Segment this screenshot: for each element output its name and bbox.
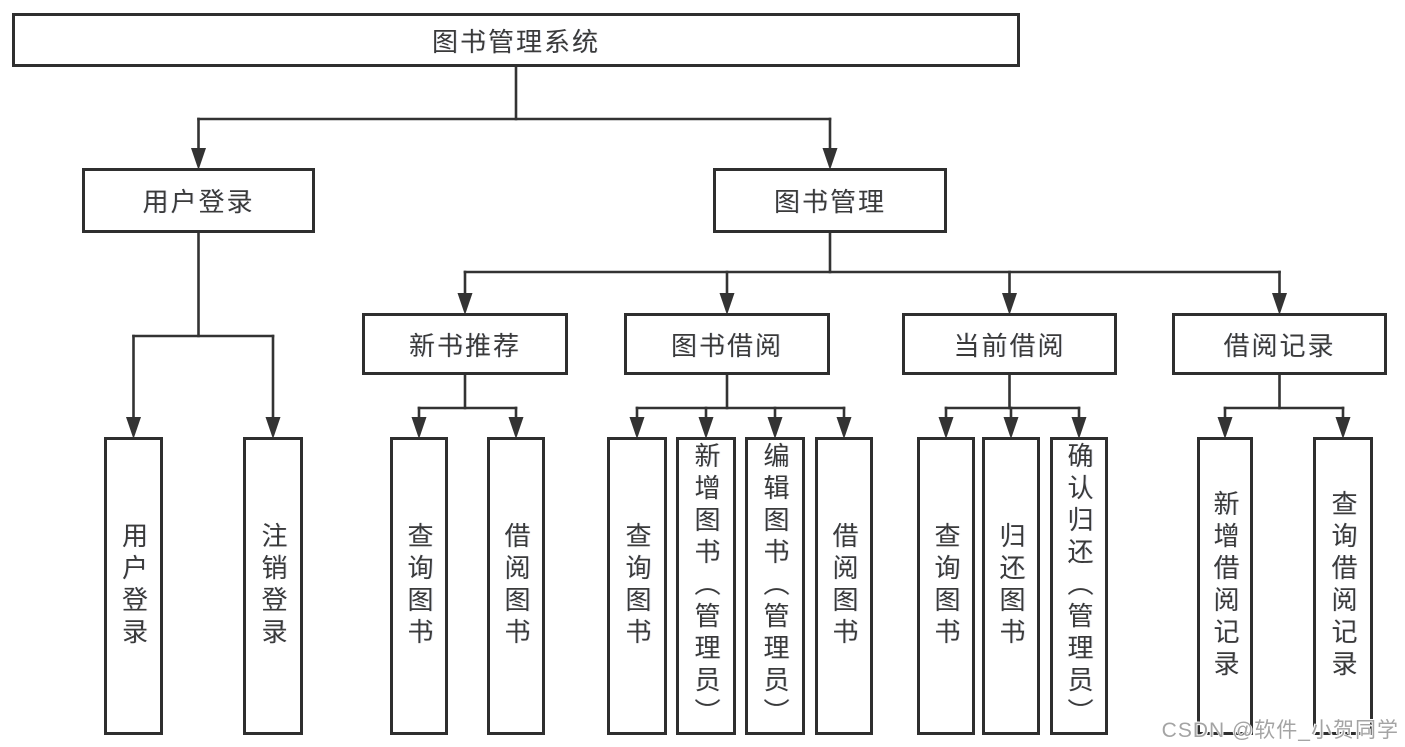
node-leaf-borrow-book-new: 借阅图书 (487, 437, 545, 735)
node-label: 新增图书（管理员） (691, 442, 721, 730)
node-label: 归还图书 (996, 522, 1026, 650)
arrowhead-icon-leaf-return-book (1003, 417, 1019, 439)
arrowhead-icon-leaf-logout (265, 417, 281, 439)
node-leaf-add-record: 新增借阅记录 (1197, 437, 1253, 735)
node-user-login: 用户登录 (82, 168, 315, 233)
node-root: 图书管理系统 (12, 13, 1020, 67)
node-label: 查询图书 (404, 522, 434, 650)
arrowhead-icon-user-login (191, 148, 206, 170)
arrowhead-icon-leaf-edit-book (767, 417, 783, 439)
node-leaf-query-book-new: 查询图书 (390, 437, 448, 735)
node-label: 借阅记录 (1223, 330, 1336, 361)
node-book-mgmt: 图书管理 (713, 168, 947, 233)
arrowhead-icon-book-borrow (719, 293, 735, 315)
arrowhead-icon-borrow-record (1272, 293, 1287, 315)
node-label: 查询图书 (622, 522, 652, 650)
arrowhead-icon-leaf-borrow-book-new (508, 417, 524, 439)
node-leaf-return-book: 归还图书 (982, 437, 1040, 735)
node-label: 注销登录 (258, 522, 288, 650)
node-label: 图书管理系统 (431, 26, 600, 57)
node-book-borrow: 图书借阅 (624, 313, 830, 375)
node-borrow-record: 借阅记录 (1172, 313, 1387, 375)
node-leaf-query-book-current: 查询图书 (917, 437, 975, 735)
node-label: 确认归还（管理员） (1064, 442, 1094, 730)
csdn-watermark: CSDN @软件_小贺同学 (1161, 719, 1399, 742)
node-label: 用户登录 (142, 187, 255, 217)
arrowhead-icon-leaf-query-book-current (938, 417, 954, 439)
node-label: 借阅图书 (501, 522, 531, 650)
arrowhead-icon-leaf-query-book-new (411, 417, 427, 439)
node-label: 查询借阅记录 (1328, 490, 1358, 682)
node-label: 图书借阅 (670, 330, 783, 361)
node-label: 图书管理 (773, 187, 886, 217)
node-leaf-query-record: 查询借阅记录 (1313, 437, 1373, 735)
node-leaf-edit-book: 编辑图书（管理员） (745, 437, 805, 735)
arrowhead-icon-book-mgmt (822, 148, 838, 170)
node-label: 用户登录 (118, 522, 149, 650)
node-label: 新书推荐 (408, 330, 521, 361)
node-label: 当前借阅 (953, 330, 1066, 361)
node-leaf-logout: 注销登录 (243, 437, 303, 735)
node-leaf-user-login: 用户登录 (104, 437, 163, 735)
node-leaf-add-book: 新增图书（管理员） (676, 437, 736, 735)
arrowhead-icon-leaf-query-record (1335, 417, 1351, 439)
node-label: 查询图书 (931, 522, 961, 650)
arrowhead-icon-leaf-add-record (1217, 417, 1233, 439)
node-label: 借阅图书 (829, 522, 859, 650)
arrowhead-icon-leaf-user-login (126, 417, 141, 439)
node-label: 编辑图书（管理员） (760, 442, 790, 730)
arrowhead-icon-leaf-borrow-book (836, 417, 852, 439)
node-leaf-confirm-return: 确认归还（管理员） (1050, 437, 1108, 735)
arrowhead-icon-leaf-query-book-borrow (629, 417, 645, 439)
arrowhead-icon-leaf-add-book (698, 417, 714, 439)
arrowhead-icon-current-borrow (1002, 293, 1017, 315)
arrowhead-icon-leaf-confirm-return (1071, 417, 1087, 439)
node-current-borrow: 当前借阅 (902, 313, 1117, 375)
node-new-book-rec: 新书推荐 (362, 313, 568, 375)
node-leaf-query-book-borrow: 查询图书 (607, 437, 667, 735)
arrowhead-icon-new-book-rec (457, 293, 473, 315)
node-label: 新增借阅记录 (1210, 490, 1240, 682)
node-leaf-borrow-book: 借阅图书 (815, 437, 873, 735)
